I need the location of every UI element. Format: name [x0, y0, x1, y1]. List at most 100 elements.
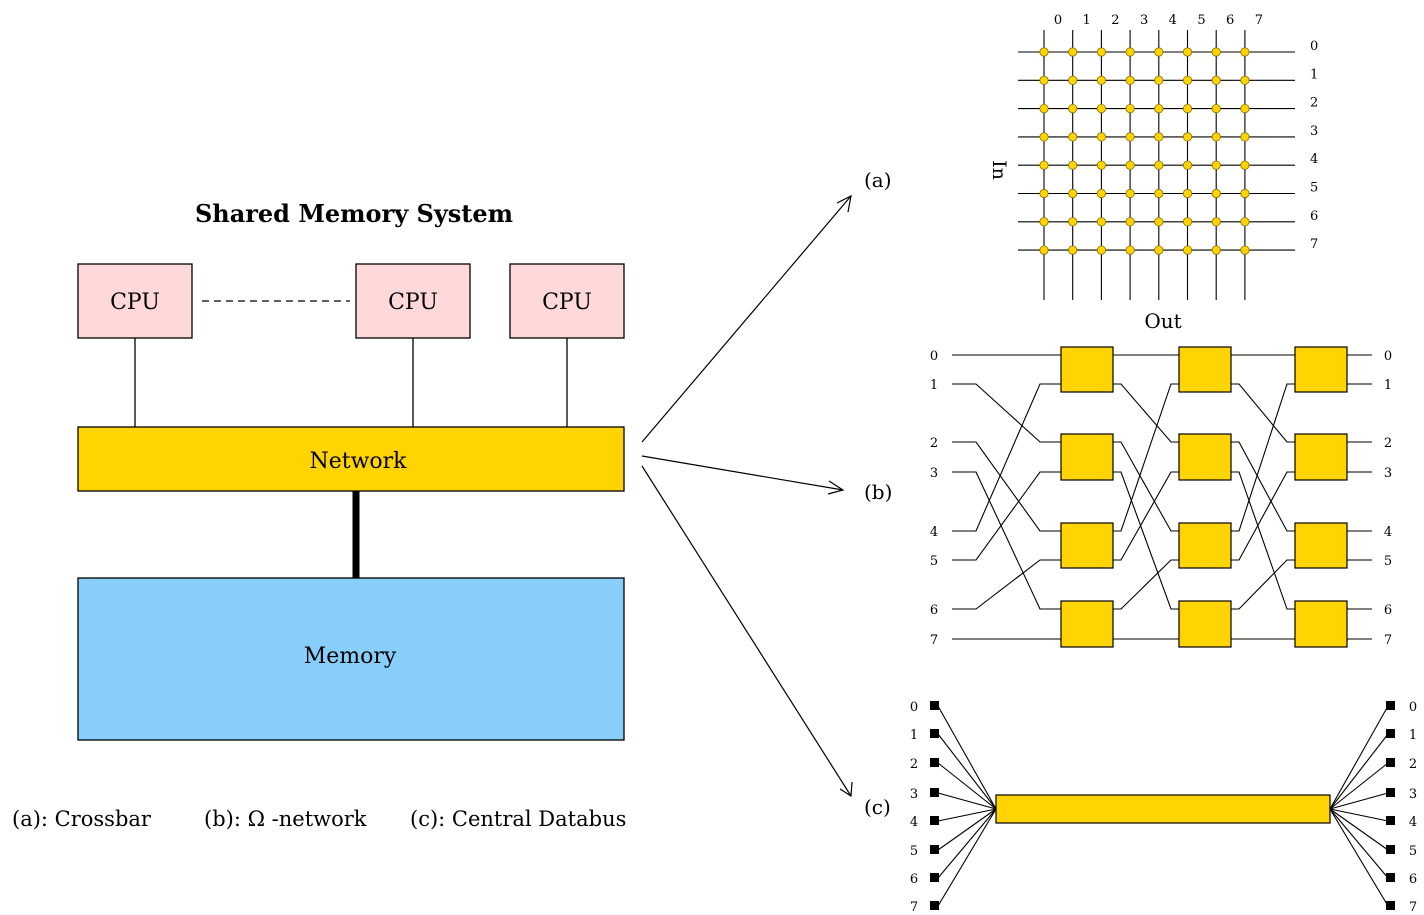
databus-left-wire: [937, 792, 997, 810]
crossbar-crosspoint: [1125, 47, 1135, 57]
crossbar-crosspoint: [1154, 188, 1164, 199]
databus-right-wire: [1329, 705, 1389, 810]
omega-stage-wire: [1113, 383, 1179, 443]
omega-output-label: 1: [1384, 378, 1392, 393]
crossbar-row-label: 6: [1310, 209, 1318, 224]
databus-right-port: [1386, 788, 1395, 797]
databus-left-port: [930, 873, 939, 882]
crossbar-row-label: 1: [1310, 67, 1318, 82]
cpu-label-1: CPU: [110, 290, 160, 315]
databus-left-port: [930, 845, 939, 854]
network-box: [77, 426, 625, 492]
databus-right-label: 1: [1409, 728, 1417, 743]
omega-stage-wire: [1231, 471, 1295, 561]
omega-stage-wire: [1113, 471, 1179, 610]
crossbar-crosspoint: [1068, 160, 1078, 170]
databus-right-label: 5: [1409, 844, 1417, 859]
omega-stage-wire: [1113, 441, 1179, 532]
crossbar-crosspoint: [1096, 245, 1107, 255]
omega-output-label: 5: [1384, 554, 1392, 569]
omega-input-label: 7: [930, 633, 938, 648]
omega-input-wire: [952, 383, 1061, 532]
omega-stage-wire: [1231, 559, 1295, 610]
databus-left-wire: [937, 808, 997, 822]
memory-label: Memory: [304, 644, 397, 669]
crossbar-crosspoint: [1182, 47, 1193, 57]
crossbar-crosspoint: [1182, 160, 1193, 170]
databus-left-label: 5: [910, 844, 918, 859]
marker-b: (b): [864, 480, 892, 504]
databus-left-wire: [937, 808, 997, 879]
omega-input-label: 3: [930, 466, 938, 481]
crossbar-crosspoint: [1154, 245, 1164, 255]
crossbar-crosspoint: [1211, 47, 1221, 57]
omega-stage-wire: [1113, 559, 1179, 610]
omega-switch-box: [1294, 346, 1348, 393]
crossbar-crosspoint: [1096, 132, 1107, 142]
omega-output-label: 0: [1384, 349, 1392, 364]
legend-omega-network: (b): Ω -network: [204, 807, 367, 831]
crossbar-crosspoint: [1125, 188, 1135, 199]
omega-input-wire: [952, 559, 1061, 610]
crossbar-crosspoint: [1068, 47, 1078, 57]
databus-right-wire: [1329, 733, 1389, 810]
omega-switch-box: [1178, 433, 1232, 481]
crossbar-crosspoint: [1068, 104, 1078, 114]
crossbar-crosspoint: [1039, 160, 1049, 170]
databus-left-label: 0: [910, 700, 918, 715]
crossbar-crosspoint: [1096, 104, 1107, 114]
omega-switch-box: [1178, 600, 1232, 648]
network-arrows: [641, 194, 853, 798]
crossbar-crosspoint: [1240, 132, 1250, 142]
crossbar-crosspoint: [1096, 217, 1107, 227]
databus-ports: [930, 701, 1395, 910]
omega-stage-wire: [1231, 383, 1295, 443]
databus-left-port: [930, 701, 939, 710]
databus-right-label: 6: [1409, 872, 1417, 887]
crossbar-crosspoint: [1039, 188, 1049, 199]
crossbar-crosspoint: [1211, 217, 1221, 227]
crossbar-crosspoint: [1125, 217, 1135, 227]
databus-right-label: 0: [1409, 700, 1417, 715]
omega-stage-wire: [1231, 383, 1295, 532]
crossbar-crosspoint: [1096, 75, 1107, 85]
crossbar-row-label: 2: [1310, 96, 1318, 111]
crossbar-crosspoint: [1039, 75, 1049, 85]
crossbar-crosspoint: [1182, 132, 1193, 142]
omega-input-label: 1: [930, 378, 938, 393]
marker-a: (a): [864, 168, 892, 192]
crossbar-crosspoint: [1125, 245, 1135, 255]
omega-input-wire: [952, 471, 1061, 561]
omega-input-wire: [952, 441, 1061, 532]
omega-switch-box: [1060, 433, 1114, 481]
crossbar-column-label: 6: [1226, 13, 1234, 28]
omega-input-wire: [952, 471, 1061, 610]
crossbar-crosspoint: [1240, 188, 1250, 199]
databus-wires: [937, 705, 1389, 907]
crossbar-column-label: 1: [1083, 13, 1091, 28]
crossbar-column-label: 5: [1197, 13, 1205, 28]
cpu-label-2: CPU: [388, 290, 438, 315]
crossbar-crosspoint: [1125, 132, 1135, 142]
omega-stage-wire: [1113, 471, 1179, 561]
databus-right-label: 7: [1409, 900, 1417, 915]
crossbar-crosspoint: [1068, 75, 1078, 85]
databus-right-port: [1386, 701, 1395, 710]
crossbar-crosspoint: [1068, 245, 1078, 255]
crossbar-crosspoint: [1125, 160, 1135, 170]
databus-right-wire: [1329, 808, 1389, 879]
omega-switch-box: [1178, 346, 1232, 393]
crossbar-row-label: 4: [1310, 152, 1318, 167]
crossbar-crosspoint: [1039, 104, 1049, 114]
omega-input-label: 0: [930, 349, 938, 364]
omega-switch-box: [1294, 522, 1348, 569]
omega-switch-box: [1294, 433, 1348, 481]
crossbar-crosspoint: [1154, 104, 1164, 114]
omega-output-label: 7: [1384, 633, 1392, 648]
arrow-to-omega: [641, 455, 844, 491]
databus-left-wire: [937, 808, 997, 907]
databus-left-label: 7: [910, 900, 918, 915]
